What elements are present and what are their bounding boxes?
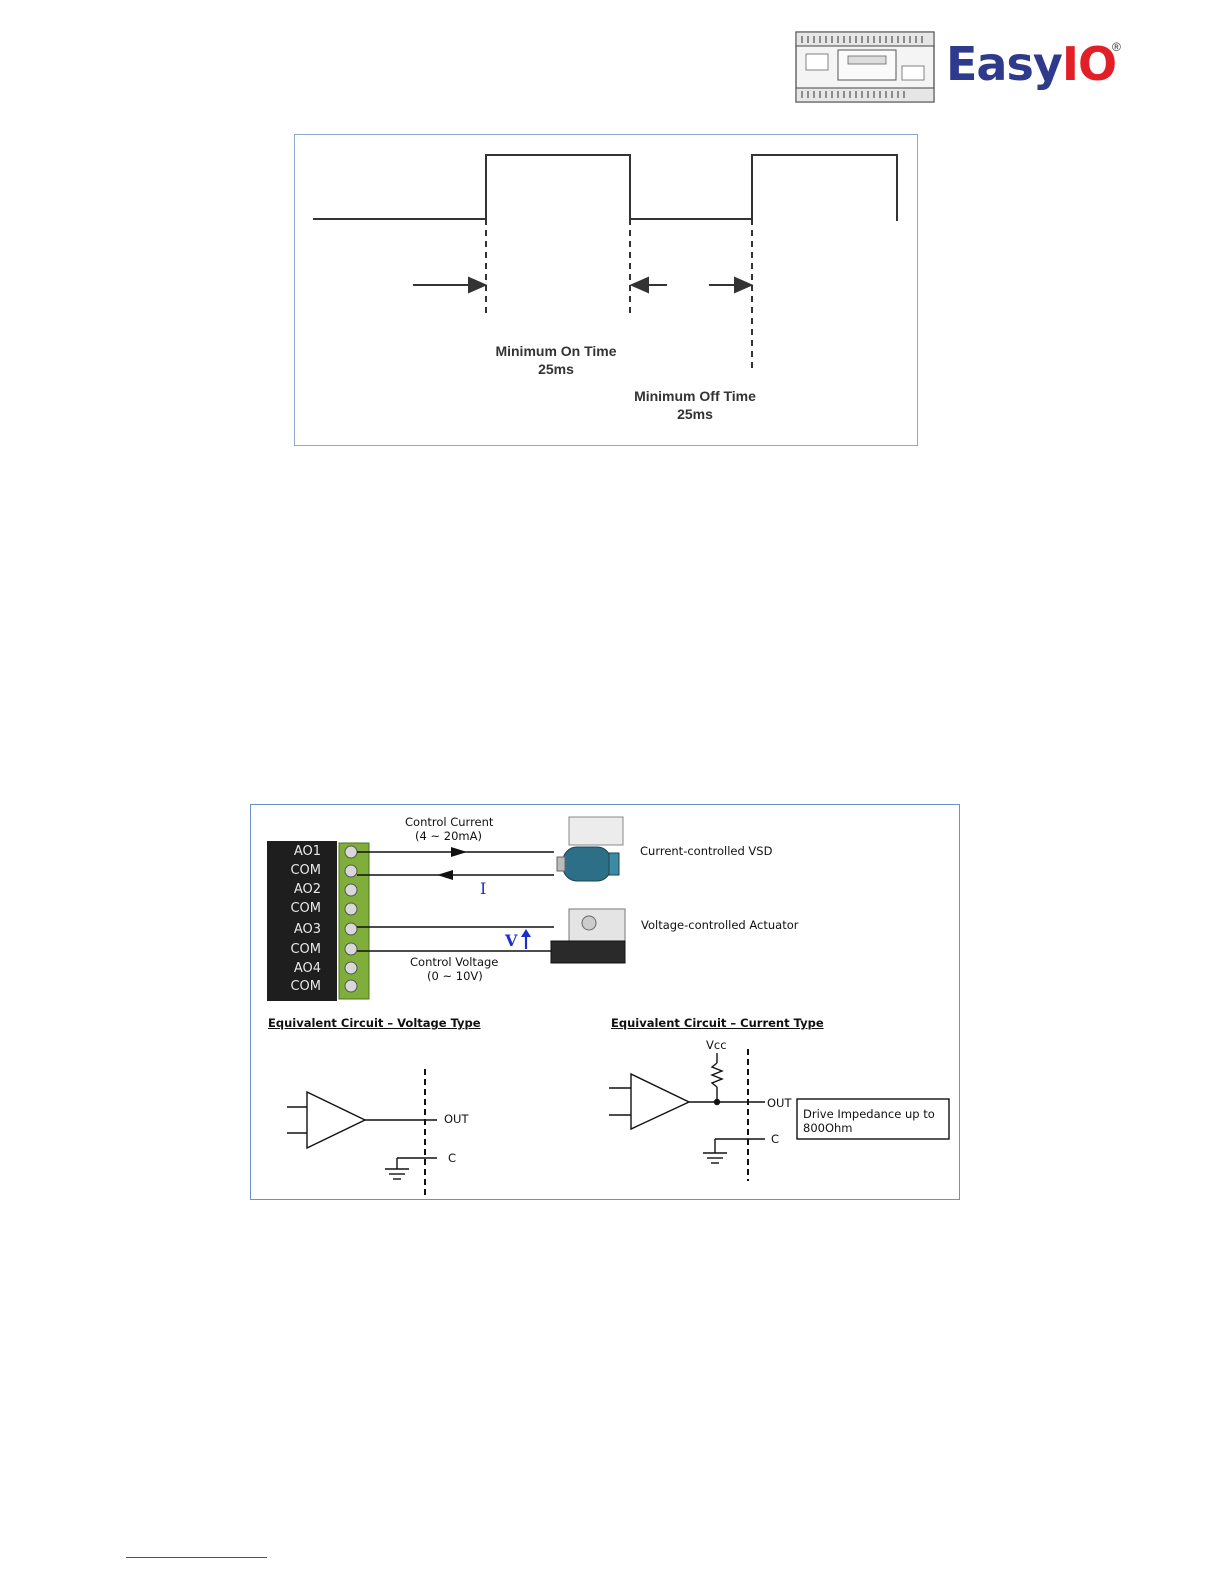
drive-impedance-line2: 800Ohm: [803, 1121, 853, 1135]
vsd-label: Current-controlled VSD: [640, 844, 773, 858]
control-current-label: Control Current: [405, 815, 494, 829]
terminal-label-ao2: AO2: [293, 882, 321, 897]
footnote-separator: [126, 1557, 267, 1558]
terminal-block-body: [267, 841, 337, 1001]
min-on-time-label: Minimum On Time: [495, 343, 617, 359]
voltage-symbol: V: [505, 931, 518, 950]
terminal-label-com1: COM: [290, 863, 321, 878]
analog-output-wiring-diagram: AO1 COM AO2 COM AO3 COM AO4 COM Control …: [250, 804, 960, 1200]
current-c-label: C: [771, 1132, 780, 1146]
current-type-circuit: [609, 1049, 950, 1181]
min-off-time-value: 25ms: [677, 406, 713, 422]
voltage-c-label: C: [448, 1151, 457, 1165]
arrow-off-time-right: [709, 276, 754, 294]
timing-waveform: [313, 154, 898, 371]
vcc-label: Vcc: [706, 1038, 727, 1052]
square-wave: [313, 154, 898, 221]
arrow-on-time: [413, 276, 488, 294]
voltage-type-circuit: [287, 1069, 437, 1197]
arrow-off-time-left: [629, 276, 667, 294]
logo-io: IO: [1061, 37, 1117, 91]
min-off-time-label: Minimum Off Time: [634, 388, 756, 404]
terminal-label-ao3: AO3: [293, 922, 321, 937]
wiring-graphics: [267, 816, 950, 1197]
registered-mark: ®: [1112, 40, 1121, 54]
drive-impedance-line1: Drive Impedance up to: [803, 1107, 935, 1121]
terminal-label-com2: COM: [290, 901, 321, 916]
terminal-label-com3: COM: [290, 942, 321, 957]
current-circuit-heading: Equivalent Circuit – Current Type: [611, 1016, 824, 1030]
terminal-label-ao4: AO4: [293, 961, 321, 976]
terminal-label-com4: COM: [290, 979, 321, 994]
control-voltage-range: (0 ~ 10V): [427, 969, 483, 983]
timing-diagram: Minimum On Time 25ms Minimum Off Time 25…: [294, 134, 918, 446]
min-on-time-value: 25ms: [538, 361, 574, 377]
header-logo: [790, 26, 1130, 110]
actuator-label: Voltage-controlled Actuator: [641, 918, 799, 932]
terminal-label-ao1: AO1: [293, 844, 321, 859]
control-voltage-label: Control Voltage: [410, 955, 499, 969]
drive-impedance-box: [796, 1098, 950, 1140]
voltage-out-label: OUT: [444, 1112, 469, 1126]
actuator-image: [550, 908, 626, 964]
brand-logo-text: EasyIO: [946, 36, 1117, 92]
logo-easy: Easy: [946, 37, 1063, 91]
current-symbol: I: [480, 879, 487, 898]
controller-device-image: [795, 31, 935, 103]
terminal-screws: [344, 845, 358, 993]
current-out-label: OUT: [767, 1096, 792, 1110]
voltage-circuit-heading: Equivalent Circuit – Voltage Type: [268, 1016, 481, 1030]
vsd-motor-image: [556, 816, 624, 882]
control-current-range: (4 ~ 20mA): [415, 829, 482, 843]
